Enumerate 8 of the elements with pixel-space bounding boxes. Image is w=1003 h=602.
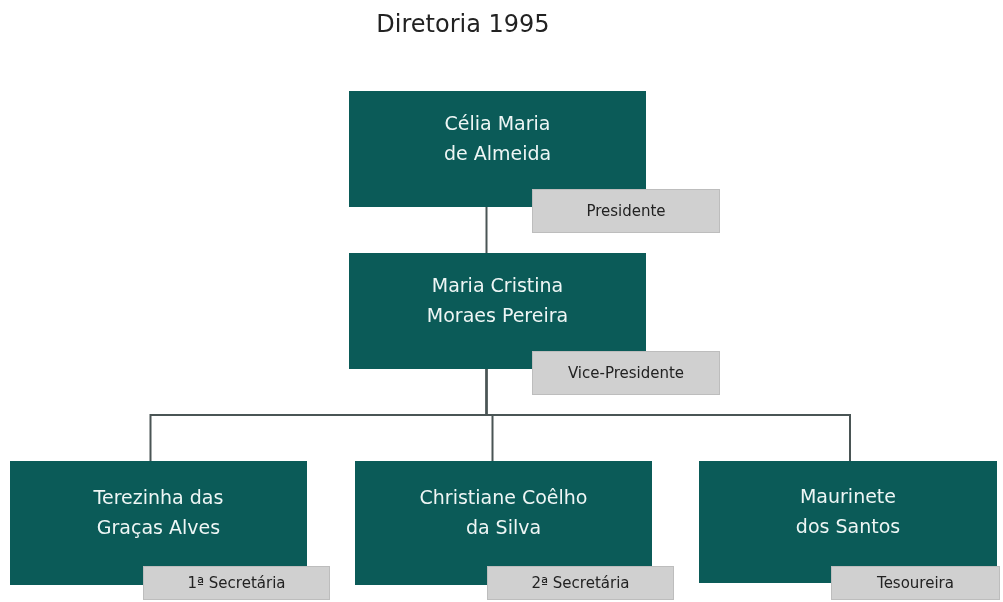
chart-title: Diretoria 1995 (375, 10, 551, 38)
connector-line (485, 206, 488, 254)
connector-line (485, 368, 851, 462)
role-tag: 2ª Secretária (487, 566, 674, 600)
role-tag: 1ª Secretária (143, 566, 330, 600)
role-tag: Vice-Presidente (532, 351, 720, 395)
role-tag: Tesoureira (831, 566, 1000, 600)
role-tag: Presidente (532, 189, 720, 233)
